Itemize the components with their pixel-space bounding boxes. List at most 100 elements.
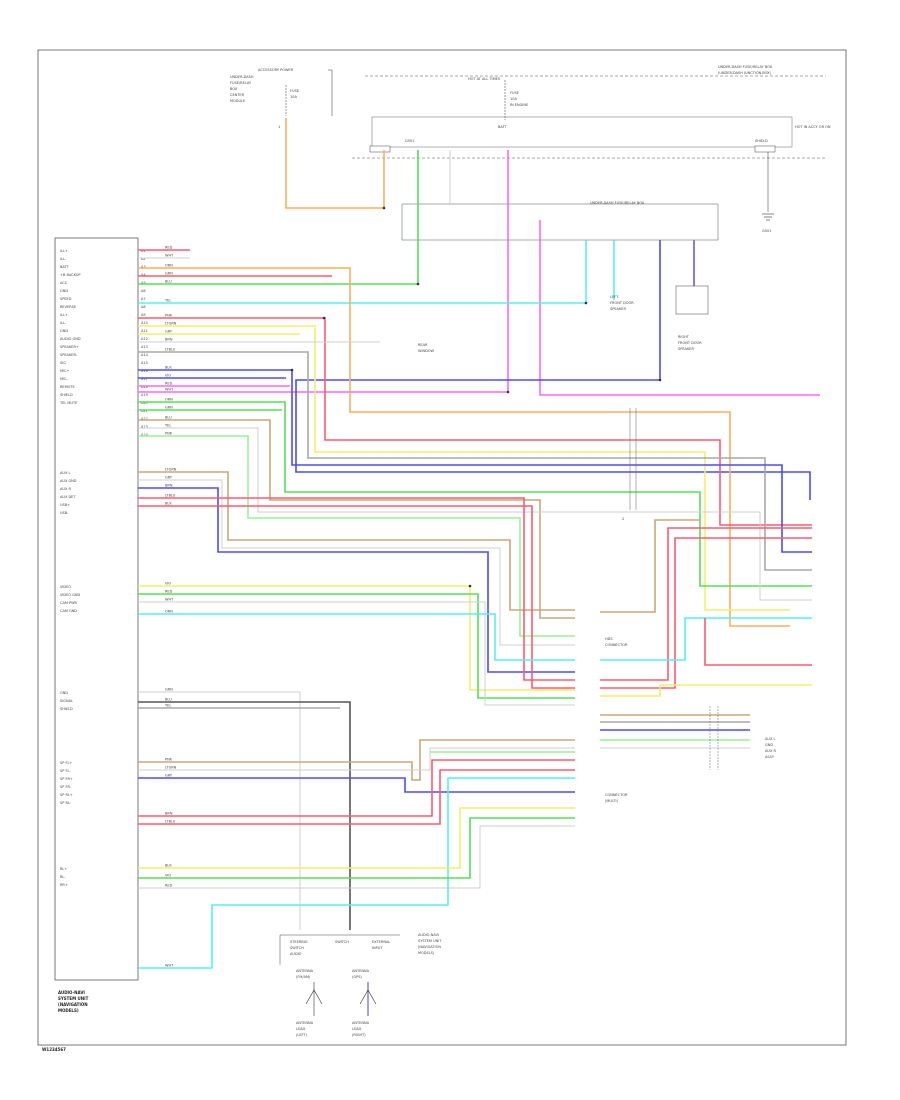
wire-color-tag: BLU [165,280,172,284]
pin-signal-label: SIG [60,361,66,365]
pin-signal-label: SP FR- [60,785,72,789]
wire-yel-34 [138,585,575,691]
wire-layer [138,118,820,969]
pin-signal-label: GND [60,329,68,333]
c1-sub: FRONT DOOR [610,301,634,305]
wire-ltblu-39 [600,617,812,661]
box1-line1: STEERING [290,940,308,944]
lead-right-1: ANTENNA [352,1021,370,1025]
pin-number-label: A8 [141,305,146,309]
pin-number-label: A15 [141,361,148,365]
pin-signal-label: ILL- [60,321,67,325]
wire-color-tag: ORN [165,264,173,268]
wire-color-tag: PNK [165,314,173,318]
wire-color-tag: BRN [165,812,173,816]
pin-number-label: A16 [141,369,148,373]
splice-dot [382,206,386,210]
wire-pnk-4 [539,220,820,396]
accy-pin: 1 [278,125,280,129]
right-label-4: ASSY [765,755,775,759]
hds-title: HDS [605,637,613,641]
wire-red-13 [138,317,812,526]
module-title-3: (NAVIGATION [58,1002,88,1007]
diagram-frame [37,49,847,1046]
wire-grn-52 [138,817,575,879]
box3-line1: EXTERNAL [372,940,390,944]
pin-signal-label: ILL- [60,257,67,261]
pin-number-label: A2 [141,257,146,261]
pin-signal-label: SP RL+ [60,793,73,797]
splice-dot [322,316,326,320]
pin-number-label: A3 [141,265,146,269]
wire-color-tag: RED [165,590,173,594]
pin-number-label: A23 [141,425,148,429]
pin-signal-label: SPEED [60,297,72,301]
wire-brn-26 [138,471,575,611]
wire-color-tag: GRN [165,272,173,276]
accessory-line-5: MODULE [230,99,245,103]
accessory-line-2: FUSE/RELAY [230,81,252,85]
wire-color-tag: RED [165,382,173,386]
power-section: ACCESSORY POWER UNDER-DASH FUSE/RELAY BO… [230,65,831,221]
pin-number-label: A24 [141,433,149,437]
pin-number-label: A5 [141,281,146,285]
module-title-1: AUDIO-NAVI [58,990,85,995]
pin-signal-label: TEL MUTE [59,401,77,405]
wire-blk-42 [138,701,351,930]
wire-pnk-3 [138,150,509,393]
pin-signal-label: BATT [60,265,70,269]
wire-color-tag: VIO [165,582,171,586]
wire-color-tag: GRY [165,476,173,480]
pin-number-label: A14 [141,353,149,357]
pin-signal-label: SP FL- [60,769,71,773]
wire-color-tag: PNK [165,758,173,762]
wire-color-tag: WHT [165,254,174,258]
lead-left-3: (LEFT) [296,1033,308,1037]
pin-signal-label: REVERSE [60,305,76,309]
hds-pin-label: 2 [622,517,624,521]
wire-ltblu-38 [138,613,575,661]
pin-signal-label: CAM PWR [60,601,78,605]
c2-title: RIGHT [678,335,690,339]
pin-signal-label: RL+ [60,867,67,871]
accy-fuse-label: FUSE [290,89,299,93]
pin-signal-label: ILL+ [60,313,68,317]
pin-number-label: A6 [141,289,146,293]
lead-right-2: LEAD [352,1027,362,1031]
legend-3: (NAVIGATION [418,945,441,949]
right-label-3: AUX R [765,749,776,753]
wire-color-tag: BLK [165,366,172,370]
wire-wht-53 [138,825,575,889]
wire-yel-51 [138,807,575,869]
splice-dot [468,584,472,588]
pin-number-label: A17 [141,377,148,381]
wire-color-tag: BLK [165,864,172,868]
pin-signal-label: VIDEO GND [60,593,81,597]
right-label-2: GND [765,743,773,747]
pin-signal-label: SHIELD [60,707,73,711]
pin-signal-label: AUDIO GND [60,337,81,341]
module-title-2: SYSTEM UNIT [58,996,89,1001]
wire-red-32 [600,537,812,689]
c1-title: LEFT [610,295,619,299]
wire-red-40 [704,618,812,666]
hot-accy-label: HOT IN ACCY OR ON [795,125,831,129]
footer-code: W1234567 [42,1047,66,1052]
wire-color-tag: LTGRN [165,468,177,472]
pin-number-label: A7 [141,297,146,301]
pin-signal-label: SP FR+ [60,777,73,781]
accessory-power-label: ACCESSORY POWER [258,68,294,72]
pin-signal-label: AUX DET [60,495,76,499]
pin-number-label: A4 [141,273,146,277]
multi-sub: (MULTI) [605,799,619,803]
wire-ltgrn-25 [138,435,575,637]
wire-color-tag: LTBLU [165,348,176,352]
wire-grn-36 [138,593,575,699]
wire-color-tag: GRY [165,330,173,334]
wire-brn-33 [600,519,700,613]
pin-signal-label: MIC- [60,377,68,381]
wire-color-tag: WHT [165,388,174,392]
box2-line1: SWITCH [335,940,349,944]
accessory-line-1: UNDER-DASH [230,75,254,79]
shield-tag: SHIELD [755,139,768,143]
